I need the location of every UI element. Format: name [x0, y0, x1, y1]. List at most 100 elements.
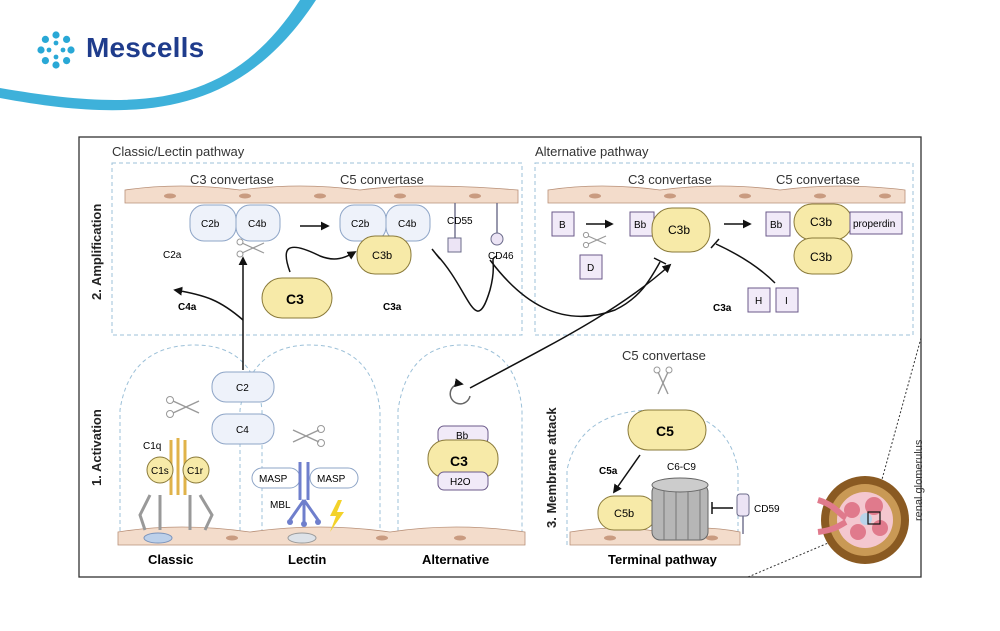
- alternative-panel: [534, 162, 914, 336]
- c3-convertase-right-label: C3 convertase: [628, 172, 712, 187]
- i-label: I: [785, 296, 788, 307]
- mbl-complex: MASP MASP MBL: [251, 462, 359, 532]
- mescells-logo-icon: [37, 31, 75, 69]
- c3a-fragment-left: C3a: [360, 290, 402, 320]
- h-label: H: [755, 296, 762, 307]
- c5a-label: C5a: [599, 466, 618, 477]
- factor-i-box: I: [775, 287, 799, 313]
- terminal-pathway-label: Terminal pathway: [608, 552, 718, 567]
- c5-molecule: C5: [627, 409, 707, 451]
- bb-label-1: Bb: [634, 220, 647, 231]
- c3-label-activation: C3: [450, 453, 468, 469]
- arrow-alt-to-c3b: [469, 263, 672, 389]
- mbl-label: MBL: [270, 500, 291, 511]
- arrow-to-c4a: [173, 286, 244, 321]
- c3-convertase-left-label: C3 convertase: [190, 172, 274, 187]
- masp-label-1: MASP: [259, 474, 288, 485]
- lectin-label: Lectin: [288, 552, 326, 567]
- alternative-bottom-label: Alternative: [422, 552, 489, 567]
- c2-label: C2: [236, 383, 249, 394]
- renal-glomerulus-illustration: [817, 476, 909, 564]
- factor-b-box: B: [551, 211, 575, 237]
- c6-c9-label: C6-C9: [667, 462, 696, 473]
- c3b-label-right-1: C3b: [668, 223, 690, 237]
- classic-group: [119, 344, 263, 545]
- alt-c3-h2o-complex: Bb C3 H2O: [427, 425, 499, 491]
- cell-membrane-top-right: [547, 185, 906, 204]
- d-label: D: [587, 263, 594, 274]
- h2o-label: H2O: [450, 477, 471, 488]
- scissors-icon-classic: [166, 396, 200, 418]
- inhibit-cd46-path: [489, 259, 661, 318]
- c5-label: C5: [656, 423, 674, 439]
- classic-lectin-title: Classic/Lectin pathway: [112, 144, 245, 159]
- c1s-label: C1s: [151, 466, 169, 477]
- classic-lectin-panel: [111, 162, 523, 336]
- c3-label-top: C3: [286, 291, 304, 307]
- c5-convertase-terminal-label: C5 convertase: [622, 348, 706, 363]
- properdin-label: properdin: [853, 219, 895, 230]
- classic-label: Classic: [148, 552, 194, 567]
- c5-convertase-left: C2b C4b C3b: [339, 204, 431, 275]
- renal-glomerulus-label: renal glomerulus: [913, 439, 925, 521]
- c2a-fragment: C2a: [146, 240, 182, 268]
- c3a-label-right: C3a: [713, 303, 732, 314]
- c3b-label-right-3: C3b: [810, 250, 832, 264]
- c2-c4-stack: C2 C4: [211, 371, 275, 445]
- c2a-label: C2a: [163, 250, 182, 261]
- c2b-label-2: C2b: [351, 219, 370, 230]
- c5b-label: C5b: [614, 508, 634, 520]
- c4-label: C4: [236, 425, 249, 436]
- cd59-label: CD59: [754, 504, 780, 515]
- c5-convertase-right-label: C5 convertase: [776, 172, 860, 187]
- mac-pore: C6-C9: [651, 462, 709, 541]
- c3a-label-left: C3a: [383, 302, 402, 313]
- alternative-group: [397, 344, 523, 545]
- lightning-icon: [330, 500, 344, 532]
- scissors-icon-terminal: [653, 366, 673, 395]
- brand-name: Mescells: [86, 32, 205, 63]
- bb-label-2: Bb: [770, 220, 783, 231]
- factor-h-box: H: [747, 287, 771, 313]
- cell-membrane-top-left: [124, 185, 519, 204]
- scissors-icon-alt: [582, 231, 607, 249]
- c3-convertase-right: Bb C3b: [629, 207, 711, 253]
- inhibit-bar-cd55: [431, 248, 441, 260]
- masp-label-2: MASP: [317, 474, 346, 485]
- tickover-icon: [449, 378, 471, 405]
- b-label: B: [559, 220, 566, 231]
- c5a-fragment: C5a: [577, 455, 618, 485]
- cd46-receptor: CD46: [488, 203, 514, 262]
- c3b-label-left: C3b: [372, 250, 392, 262]
- c3-convertase-left: C2b C4b: [189, 204, 281, 242]
- cd55-receptor: CD55: [447, 203, 473, 253]
- arrow-c5-to-c5b: [612, 454, 641, 494]
- factor-d-box: D: [579, 254, 603, 280]
- c4b-label-1: C4b: [248, 219, 267, 230]
- membrane-attack-label: 3. Membrane attack: [544, 407, 559, 528]
- cd59-receptor: CD59: [736, 493, 780, 534]
- c5-convertase-right: Bb C3b C3b properdin: [765, 203, 903, 275]
- inhibit-bar-cd46: [653, 257, 667, 265]
- cd55-label: CD55: [447, 216, 473, 227]
- brand-header: Mescells: [0, 0, 1000, 130]
- c1r-label: C1r: [187, 466, 204, 477]
- bb-label-activation: Bb: [456, 431, 469, 442]
- c2b-label-1: C2b: [201, 219, 220, 230]
- c1-complex: C1q C1s C1r: [138, 438, 214, 531]
- c3a-fragment-right: C3a: [691, 290, 732, 320]
- arrow-c3-to-c3b: [285, 246, 357, 273]
- cell-membrane-bottom: [117, 526, 741, 546]
- c4b-label-2: C4b: [398, 219, 417, 230]
- inhibit-cd55: [435, 253, 498, 312]
- scissors-icon-lectin: [292, 425, 325, 447]
- alternative-title: Alternative pathway: [535, 144, 649, 159]
- c3-molecule: C3: [261, 277, 333, 319]
- inhibit-h-i: [715, 243, 776, 284]
- brand-swoosh: [0, 0, 316, 111]
- c4a-fragment: C4a: [155, 290, 197, 320]
- c5b-molecule: C5b: [597, 495, 657, 531]
- outer-frame: [78, 136, 922, 578]
- c5-convertase-left-label: C5 convertase: [340, 172, 424, 187]
